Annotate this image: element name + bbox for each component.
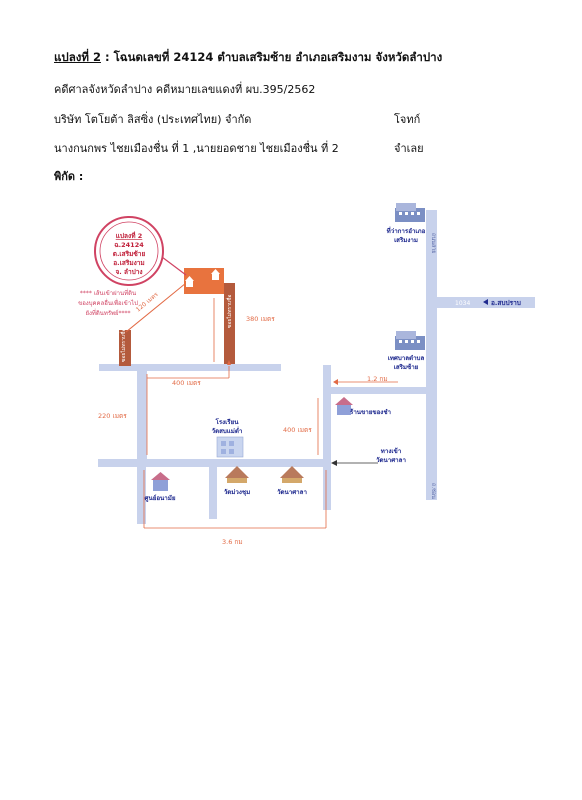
distance-120m: 120 เมตร bbox=[135, 291, 160, 314]
plaintiff-name: บริษัท โตโยต้า ลิสซิ่ง (ประเทศไทย) จำกัด bbox=[54, 113, 252, 126]
title-deed-info: : โฉนดเลขที่ 24124 ตำบลเสริมซ้าย อำเภอเส… bbox=[100, 50, 443, 64]
municipality-label-2: เสริมซ้าย bbox=[394, 363, 419, 371]
main-road-label-bottom: ถ.ซ่อน bbox=[430, 483, 437, 499]
municipality-building-icon bbox=[395, 331, 425, 350]
temple-nasala-icon bbox=[280, 466, 304, 483]
road-top-horizontal bbox=[99, 364, 281, 371]
distance-3-6km: 3.6 กม bbox=[222, 538, 243, 546]
health-center-building-icon bbox=[151, 472, 170, 491]
callout-line-1: แปลงที่ 2 bbox=[116, 230, 143, 240]
distance-380m: 380 เมตร bbox=[246, 315, 275, 323]
callout-line-3: ต.เสริมซ้าย bbox=[113, 249, 146, 258]
distance-400m-mid: 400 เมตร bbox=[283, 426, 312, 434]
school-label-2: วัดสบแม่ต่ำ bbox=[212, 426, 243, 435]
brown-road-left-label: ซอยไม่ทราบชื่อ bbox=[120, 329, 127, 363]
note-line-1: **** เส้นเข้าผ่านที่ดิน bbox=[80, 289, 136, 297]
road-main-vertical bbox=[426, 210, 437, 500]
road-right-vertical bbox=[323, 365, 331, 510]
school-label-1: โรงเรียน bbox=[215, 418, 240, 426]
defendant-name: นางกนกพร ไชยเมืองชื่น ที่ 1 ,นายยอดชาย ไ… bbox=[54, 142, 339, 155]
plaintiff-role: โจทก์ bbox=[394, 113, 421, 126]
arrow-left-icon bbox=[333, 379, 338, 385]
note-line-3: ยังที่ดินทรัพย์**** bbox=[85, 309, 130, 317]
brown-road-right bbox=[224, 283, 235, 364]
district-office-label-2: เสริมงาม bbox=[394, 236, 418, 244]
callout-line-2: ฉ.24124 bbox=[114, 241, 144, 249]
distance-220m: 220 เมตร bbox=[98, 412, 127, 420]
temple-muangchum-icon bbox=[225, 466, 249, 483]
road-1034-label: 1034 bbox=[455, 300, 470, 307]
entrance-arrow-icon bbox=[331, 460, 337, 466]
defendant-role: จำเลย bbox=[394, 142, 424, 155]
diagonal-access-line bbox=[125, 282, 187, 333]
plot-house-icon-2 bbox=[211, 269, 220, 280]
callout-line-4: อ.เสริมงาม bbox=[113, 259, 144, 267]
district-office-label-1: ที่ว่าการอำเภอ bbox=[387, 226, 426, 235]
title-plot-number: แปลงที่ 2 bbox=[54, 50, 101, 64]
main-road-label-top: ถนนสาย bbox=[430, 233, 437, 254]
entrance-label-1: ทางเข้า bbox=[381, 447, 402, 455]
shop-house-icon bbox=[335, 397, 353, 415]
callout-line-5: จ. ลำปาง bbox=[115, 268, 142, 276]
entrance-label-2: วัดนาศาลา bbox=[376, 456, 406, 464]
road-to-municipality bbox=[331, 387, 431, 394]
callout-pointer bbox=[161, 256, 187, 276]
plot-callout bbox=[94, 216, 164, 286]
plot-house-icon-1 bbox=[185, 276, 194, 287]
road-left-down bbox=[137, 459, 146, 524]
distance-400m-top: 400 เมตร bbox=[172, 379, 201, 387]
district-office-building-icon bbox=[395, 203, 425, 222]
school-building-icon bbox=[216, 436, 244, 458]
note-line-2: ของบุคคลอื่นเพื่อเข้าไป bbox=[78, 299, 138, 307]
court-case-line: คดีศาลจังหวัดลำปาง คดีหมายเลขแดงที่ ผบ.3… bbox=[54, 83, 316, 96]
brown-road-right-label: ซอยไม่ทราบชื่อ bbox=[226, 295, 233, 329]
to-sobprab-label: อ.สบปราบ bbox=[491, 299, 521, 307]
road-mid-down bbox=[209, 459, 217, 519]
shop-label: ร้านขายของชำ bbox=[350, 408, 392, 416]
direction-arrow-icon bbox=[483, 299, 488, 305]
document-title: แปลงที่ 2 : โฉนดเลขที่ 24124 ตำบลเสริมซ้… bbox=[54, 49, 442, 67]
arrow-up-icon bbox=[227, 360, 231, 365]
coordinates-label: พิกัด : bbox=[54, 170, 84, 183]
temple-muangchum-label: วัดม่วงชุม bbox=[224, 488, 250, 496]
municipality-label-1: เทศบาลตำบล bbox=[388, 354, 425, 362]
distance-1-2km: 1.2 กม bbox=[367, 375, 388, 383]
health-center-label: ศูนย์อนามัย bbox=[145, 494, 176, 503]
temple-nasala-label: วัดนาศาลา bbox=[277, 488, 307, 496]
road-left-vertical bbox=[137, 364, 147, 466]
brown-road-left bbox=[119, 330, 131, 366]
